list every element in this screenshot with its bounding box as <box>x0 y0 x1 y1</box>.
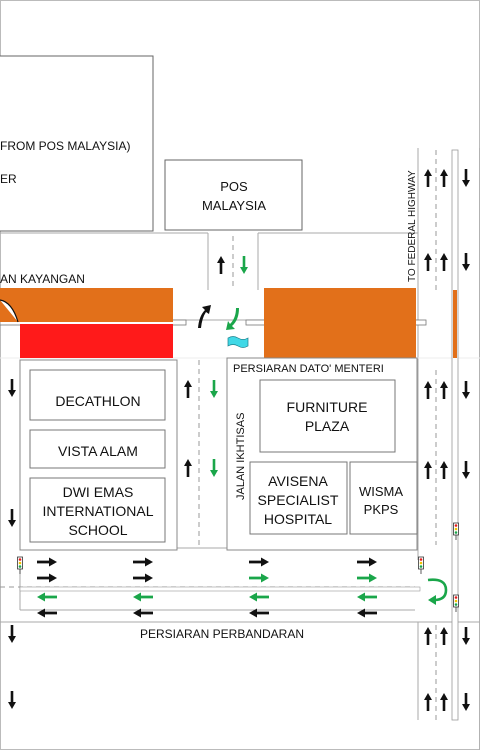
wisma-pkps-label-1: WISMA <box>359 484 403 499</box>
vista-alam-building <box>29 429 166 469</box>
decathlon-building <box>29 369 166 421</box>
orange-block-right <box>264 288 416 358</box>
black-arrows <box>8 169 470 711</box>
avisena-label-2: SPECIALIST <box>258 492 339 508</box>
furniture-plaza-label-2: PLAZA <box>305 418 350 434</box>
pos-malaysia-label-2: MALAYSIA <box>202 198 266 213</box>
flag-icon <box>227 336 249 348</box>
u-turn-icon <box>427 578 448 602</box>
decathlon-label: DECATHLON <box>55 393 140 409</box>
orange-block-left <box>0 288 173 322</box>
wisma-pkps-label-2: PKPS <box>364 502 399 517</box>
vista-alam-label: VISTA ALAM <box>58 443 138 459</box>
green-arrows <box>37 256 377 602</box>
avisena-building <box>249 461 348 535</box>
jalan-ikhtisas-label: JALAN IKHTISAS <box>235 413 247 500</box>
avisena-label-3: HOSPITAL <box>264 511 332 527</box>
dwi-emas-building <box>29 477 166 543</box>
furniture-plaza-building <box>259 379 396 453</box>
top-building <box>0 55 154 232</box>
dwi-emas-label-3: SCHOOL <box>68 522 127 538</box>
pos-malaysia-label-1: POS <box>220 179 248 194</box>
red-block <box>20 324 173 358</box>
dwi-emas-label-2: INTERNATIONAL <box>43 503 154 519</box>
persiaran-perbandaran-label: PERSIARAN PERBANDARAN <box>140 627 304 641</box>
top-building-label-2: ER <box>0 172 17 186</box>
avisena-label-1: AVISENA <box>268 473 328 489</box>
pos-malaysia-building <box>164 159 303 231</box>
wisma-pkps-building <box>349 461 418 535</box>
furniture-plaza-label-1: FURNITURE <box>287 399 368 415</box>
persiaran-dato-menteri-label: PERSIARAN DATO' MENTERI <box>233 363 384 375</box>
roundabout-curve <box>0 299 19 323</box>
top-building-label-1: FROM POS MALAYSIA) <box>0 139 130 153</box>
u-turn-arrowhead <box>428 595 436 605</box>
federal-highway-label: TO FEDERAL HIGHWAY <box>407 170 418 282</box>
jalan-kayangan-label: AN KAYANGAN <box>0 272 85 286</box>
dwi-emas-label-1: DWI EMAS <box>63 484 134 500</box>
